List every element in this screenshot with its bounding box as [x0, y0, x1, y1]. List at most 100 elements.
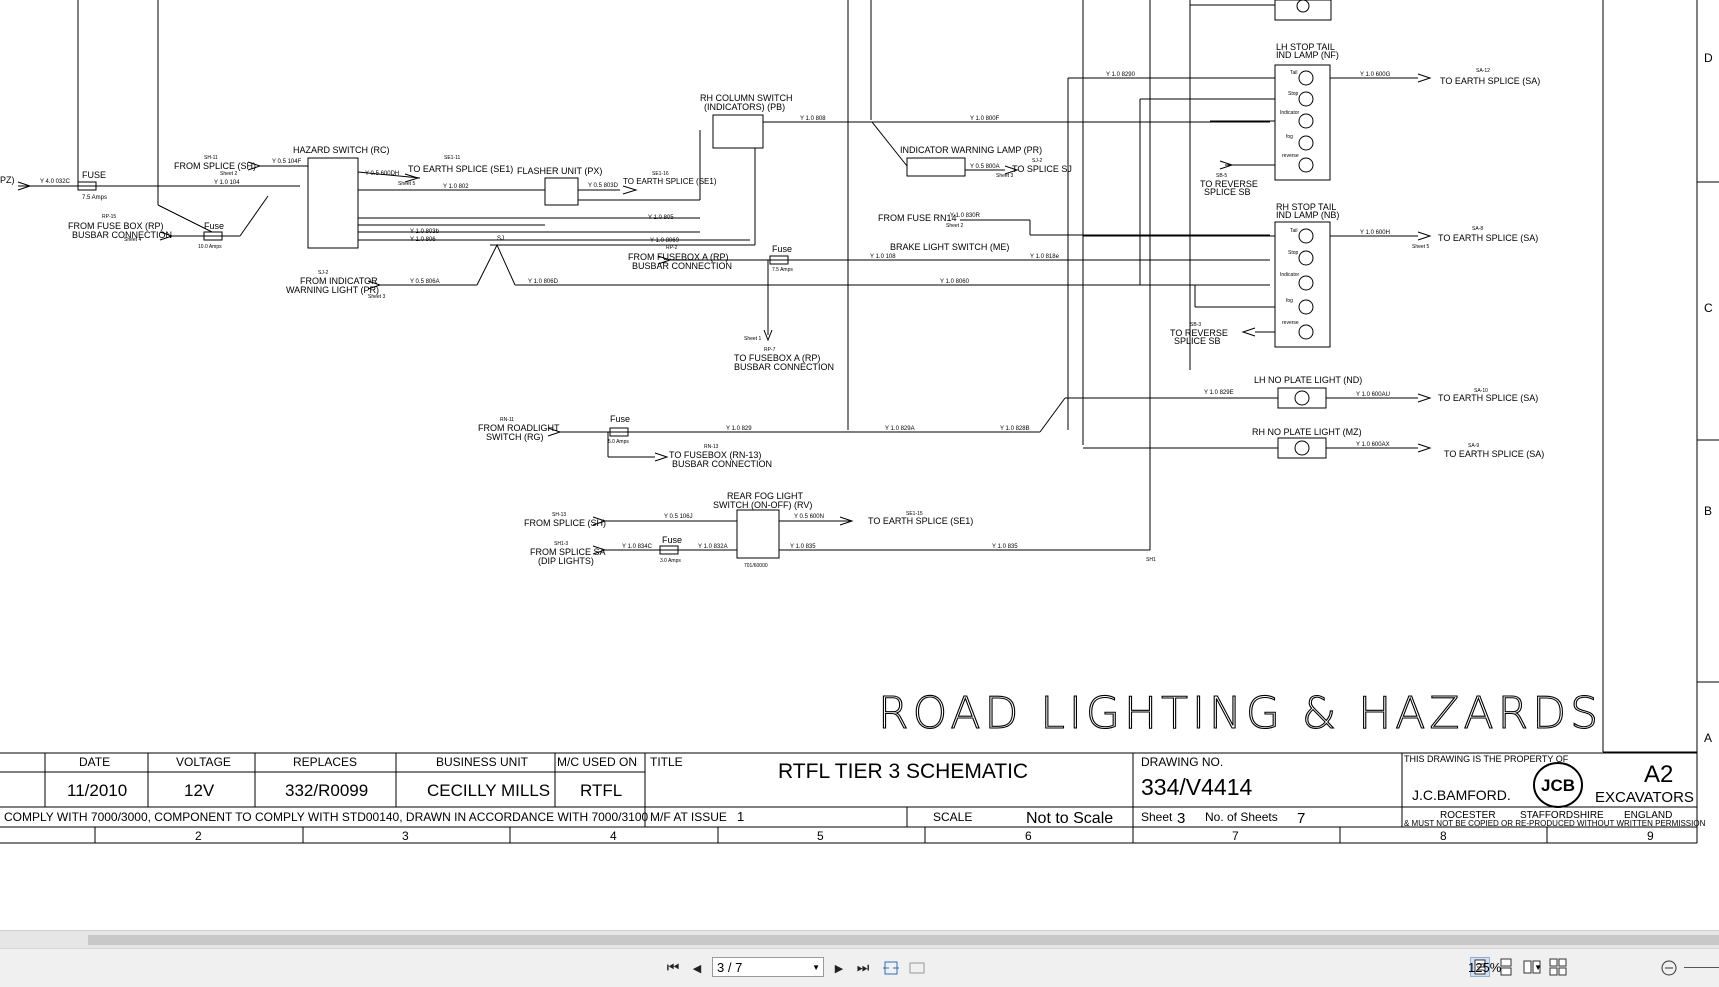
label-sheet5a: Sheet 5: [398, 181, 415, 187]
wire-830r: Y 1.0 830R: [950, 213, 981, 219]
first-page-button[interactable]: ⏮: [662, 957, 684, 979]
col-voltage: VOLTAGE: [176, 755, 231, 769]
fit-page-button[interactable]: [880, 957, 902, 979]
wire-829e: Y 1.0 829E: [1204, 390, 1234, 396]
wire-806a: Y 0.5 806A: [410, 279, 440, 285]
wire-600h: Y 0.5 600DH: [365, 171, 399, 177]
zoom-slider[interactable]: [1684, 967, 1719, 968]
label-to-earth-sa-2: TO EARTH SPLICE (SA): [1438, 233, 1538, 243]
label-sj: SJ: [497, 236, 504, 242]
zoom-out-icon: [1661, 960, 1677, 976]
val-business: CECILLY MILLS: [427, 781, 550, 800]
town: ROCESTER: [1440, 810, 1496, 821]
rh-stop: Stop: [1288, 250, 1299, 256]
continuous-view-button[interactable]: [1496, 957, 1516, 977]
label-sa10: SA-10: [1474, 388, 1488, 394]
next-page-button[interactable]: ▶: [828, 957, 850, 979]
fit-width-button[interactable]: [906, 957, 928, 979]
scrollbar-thumb[interactable]: [88, 935, 1719, 945]
val-title: RTFL TIER 3 SCHEMATIC: [778, 760, 1028, 783]
label-fuse-main-rating: 7.5 Amps: [82, 195, 107, 201]
page-number-input[interactable]: 3 / 7▼: [712, 957, 824, 977]
zone-a: A: [1704, 731, 1712, 745]
label-to-reverse-sb-2a: TO REVERSE: [1170, 328, 1228, 338]
property-text: THIS DRAWING IS THE PROPERTY OF: [1404, 754, 1569, 764]
label-to-reverse-sb-1b: SPLICE SB: [1204, 187, 1251, 197]
label-rp15: RP-15: [102, 214, 116, 220]
wire-806: Y 1.0 806: [410, 237, 436, 243]
two-page-icon: [1523, 960, 1541, 974]
label-to-earth-se1-a: TO EARTH SPLICE (SE1): [408, 164, 513, 174]
chevron-down-icon[interactable]: ▼: [1534, 963, 1542, 972]
two-page-view-button[interactable]: [1522, 957, 1542, 977]
continuous-page-icon: [1500, 958, 1512, 976]
label-fuse4-rating: 5.0 Amps: [608, 439, 629, 445]
wire-800a: Y 0.5 800A: [970, 164, 1000, 170]
prev-page-button[interactable]: ◀: [686, 957, 708, 979]
label-sa9: SA-9: [1468, 443, 1479, 449]
prev-page-icon: ◀: [692, 961, 702, 975]
sheet-val: 3: [1177, 810, 1185, 827]
zone-c: C: [1704, 301, 1713, 315]
wire-600h2: Y 1.0 600H: [1360, 230, 1390, 236]
label-lh-stop-1: LH STOP TAIL: [1276, 42, 1335, 52]
col-date: DATE: [79, 755, 110, 769]
last-page-button[interactable]: ⏭: [852, 957, 874, 979]
label-sh13: SH-13: [552, 512, 566, 518]
comply-text: COMPLY WITH 7000/3000, COMPONENT TO COMP…: [4, 810, 649, 824]
val-replaces: 332/R0099: [285, 781, 368, 800]
horizontal-scrollbar[interactable]: [0, 930, 1719, 949]
label-sj2: SJ-2: [1032, 158, 1043, 164]
label-sheet5b: Sheet 5: [1412, 244, 1429, 250]
rh-tail: Tail: [1290, 228, 1298, 234]
wire-main: Y 4.0 032C: [40, 179, 71, 185]
label-flasher: FLASHER UNIT (PX): [517, 166, 602, 176]
label-sh1: SH1: [1146, 557, 1156, 563]
lh-indicator: Indicator: [1280, 110, 1300, 116]
label-sb5: SB-5: [1216, 173, 1227, 179]
label-fuse2-rating: 10.0 Amps: [198, 244, 222, 250]
lh-tail: Tail: [1290, 70, 1298, 76]
single-page-view-button[interactable]: [1470, 957, 1490, 977]
zoom-value: 125%: [1468, 960, 1502, 975]
diagram-title: ROAD LIGHTING & HAZARDS: [878, 688, 1602, 739]
wire-806o: Y 1.0 8060: [940, 279, 970, 285]
chevron-down-icon[interactable]: ▼: [812, 963, 820, 972]
county: STAFFORDSHIRE: [1520, 810, 1604, 821]
label-to-splice-sj: TO SPLICE SJ: [1012, 164, 1072, 174]
label-sheet1a: Sheet 1: [744, 336, 761, 342]
two-page-continuous-button[interactable]: [1548, 957, 1568, 977]
label-sheet2a: Sheet 2: [220, 171, 237, 177]
wire-600n: Y 0.5 600N: [794, 514, 824, 520]
label-rp2: RP-2: [666, 245, 678, 251]
label-rh-stop-1: RH STOP TAIL: [1276, 202, 1336, 212]
label-rh-no-plate: RH NO PLATE LIGHT (MZ): [1252, 427, 1362, 437]
label-part-no: 701/60000: [744, 563, 768, 569]
zoom-select[interactable]: 125% ▼: [1456, 957, 1546, 979]
wire-818e: Y 1.0 818e: [1030, 254, 1060, 260]
wire-834c: Y 1.0 834C: [622, 544, 653, 550]
label-to-reverse-sb-1a: TO REVERSE: [1200, 179, 1258, 189]
label-se1-15: SE1-15: [906, 511, 923, 517]
label-rn13: RN-13: [704, 444, 719, 450]
wire-805: Y 1.0 805: [648, 215, 674, 221]
label-lh-no-plate: LH NO PLATE LIGHT (ND): [1254, 375, 1362, 385]
wire-800f: Y 1.0 800F: [970, 116, 1000, 122]
lh-reverse: reverse: [1282, 153, 1299, 159]
label-indicator-warning: INDICATOR WARNING LAMP (PR): [900, 145, 1042, 155]
country: ENGLAND: [1624, 810, 1672, 821]
rh-fog: fog: [1286, 298, 1293, 304]
label-from-indicator-0: SJ-2: [318, 270, 329, 276]
label-from-splice-sh: FROM SPLICE (SH): [174, 161, 256, 171]
label-brake-switch: BRAKE LIGHT SWITCH (ME): [890, 242, 1009, 252]
zoom-out-button[interactable]: [1658, 957, 1680, 979]
col-num-3: 3: [402, 829, 409, 843]
wire-8069: Y 1.0 8069: [650, 238, 680, 244]
label-rn-sheet2: Sheet 2: [946, 223, 963, 229]
label-se1-b: SE1-16: [652, 171, 669, 177]
single-page-icon: [1474, 959, 1486, 975]
label-from-fuse-box-2: BUSBAR CONNECTION: [72, 230, 172, 240]
label-to-earth-sa-3: TO EARTH SPLICE (SA): [1438, 393, 1538, 403]
label-fuse2: Fuse: [204, 221, 224, 231]
wire-806d: Y 1.0 806D: [528, 279, 559, 285]
